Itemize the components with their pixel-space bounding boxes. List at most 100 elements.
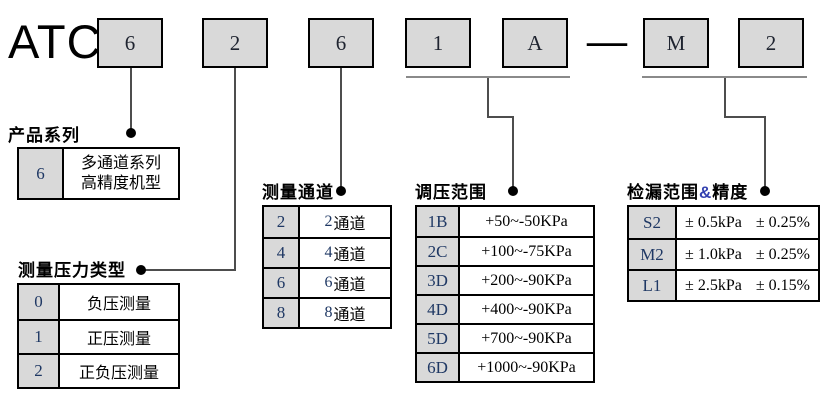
key-cell: L1	[629, 271, 677, 300]
value-cell: 负压测量	[86, 296, 151, 313]
value-line-2: 高精度机型	[80, 174, 161, 192]
key-cell: M2	[629, 240, 677, 269]
table-row: 1B +50~-50KPa	[417, 207, 593, 236]
connector-line-leak	[764, 116, 766, 187]
value-cell: +1000~-90KPa	[477, 358, 576, 376]
section-label-pressure-type: 测量压力类型	[18, 261, 126, 280]
connector-line-regulation	[512, 116, 514, 187]
leak-accuracy-value: ± 0.25%	[755, 245, 810, 263]
code-box-leak-letter: M	[643, 18, 709, 68]
leak-range-value: ± 2.5kPa	[685, 276, 742, 294]
key-cell: 6	[264, 269, 300, 297]
value-cell: 正压测量	[86, 331, 151, 348]
bracket-leak-group	[642, 76, 807, 78]
code-box-series: 6	[97, 18, 163, 68]
leak-accuracy-value: ± 0.15%	[755, 276, 810, 294]
section-label-leak-range: 检漏范围&精度	[627, 178, 748, 203]
table-row: 0 负压测量	[19, 285, 178, 319]
table-row: 6D +1000~-90KPa	[417, 352, 593, 381]
channel-suffix: 通道	[333, 277, 366, 294]
key-cell: 5D	[417, 325, 460, 352]
table-product-series: 6 多通道系列 高精度机型	[17, 147, 180, 200]
value-cell: 多通道系列 高精度机型	[64, 149, 178, 198]
table-row: 5D +700~-90KPa	[417, 323, 593, 352]
value-line-1: 多通道系列	[80, 154, 161, 172]
table-row: 1 正压测量	[19, 319, 178, 353]
connector-line-regulation	[487, 116, 514, 118]
channel-suffix: 通道	[333, 307, 366, 324]
key-cell: 2	[264, 207, 300, 237]
key-cell: 3D	[417, 267, 460, 294]
table-pressure-type: 0 负压测量 1 正压测量 2 正负压测量	[17, 283, 180, 389]
table-regulation-range: 1B +50~-50KPa 2C +100~-75KPa 3D +200~-90…	[415, 205, 595, 383]
channel-count: 4	[324, 244, 333, 261]
channel-suffix: 通道	[333, 247, 366, 264]
code-box-range-digit: 1	[405, 18, 471, 68]
code-box-pressure-type: 2	[202, 18, 268, 68]
section-label-product-series: 产品系列	[8, 126, 80, 145]
value-cell: ± 1.0kPa ± 0.25%	[677, 240, 818, 269]
connector-line-pressure-type	[234, 68, 236, 271]
value-cell: ± 2.5kPa ± 0.15%	[677, 271, 818, 300]
key-cell: 2	[19, 355, 60, 387]
table-row: 3D +200~-90KPa	[417, 265, 593, 294]
key-cell: 1B	[417, 207, 460, 236]
key-cell: 2C	[417, 238, 460, 265]
value-cell: +100~-75KPa	[481, 242, 572, 260]
key-cell: 1	[19, 321, 60, 353]
table-row: 2C +100~-75KPa	[417, 236, 593, 265]
bullet-marker-leak	[760, 186, 770, 196]
value-cell: ± 0.5kPa± 0.25%	[677, 207, 818, 238]
leak-label-suffix: 精度	[712, 183, 749, 202]
table-row: M2 ± 1.0kPa ± 0.25%	[629, 238, 818, 269]
bracket-regulation-group	[406, 76, 570, 78]
bullet-marker-pressure-type	[136, 265, 146, 275]
key-cell: 4D	[417, 296, 460, 323]
channel-count: 2	[324, 213, 333, 230]
table-row: 6 多通道系列 高精度机型	[19, 149, 178, 198]
dash-separator: —	[587, 18, 627, 63]
code-box-range-letter: A	[502, 18, 568, 68]
channel-count: 6	[324, 274, 333, 291]
value-cell: 正负压测量	[78, 365, 159, 382]
leak-range-value: ± 1.0kPa	[685, 245, 742, 263]
bullet-marker-regulation	[508, 186, 518, 196]
key-cell: 4	[264, 239, 300, 267]
code-box-leak-digit: 2	[738, 18, 804, 68]
section-label-regulation-range: 调压范围	[415, 183, 487, 202]
connector-line-regulation	[487, 78, 489, 118]
table-row: S2 ± 0.5kPa± 0.25%	[629, 207, 818, 238]
key-cell: 6D	[417, 354, 460, 381]
connector-line-leak	[724, 116, 766, 118]
key-cell: S2	[629, 207, 677, 238]
model-prefix: ATC	[8, 15, 102, 68]
connector-line-channels	[340, 68, 342, 187]
connector-line-series	[130, 68, 132, 130]
value-cell: +200~-90KPa	[481, 271, 572, 289]
value-cell: +50~-50KPa	[485, 212, 568, 230]
key-cell: 0	[19, 285, 60, 319]
key-cell: 6	[19, 149, 64, 198]
key-cell: 8	[264, 299, 300, 327]
table-row: L1 ± 2.5kPa ± 0.15%	[629, 269, 818, 300]
leak-label-ampersand: &	[699, 183, 713, 202]
bullet-marker-channels	[336, 186, 346, 196]
channel-count: 8	[324, 304, 333, 321]
connector-line-pressure-type	[145, 269, 236, 271]
connector-line-leak	[724, 78, 726, 118]
table-leak-range: S2 ± 0.5kPa± 0.25% M2 ± 1.0kPa ± 0.25% L1…	[627, 205, 820, 302]
table-row: 4D +400~-90KPa	[417, 294, 593, 323]
leak-label-prefix: 检漏范围	[627, 183, 699, 202]
leak-range-value: ± 0.5kPa	[685, 213, 742, 231]
code-box-channels: 6	[308, 18, 374, 68]
